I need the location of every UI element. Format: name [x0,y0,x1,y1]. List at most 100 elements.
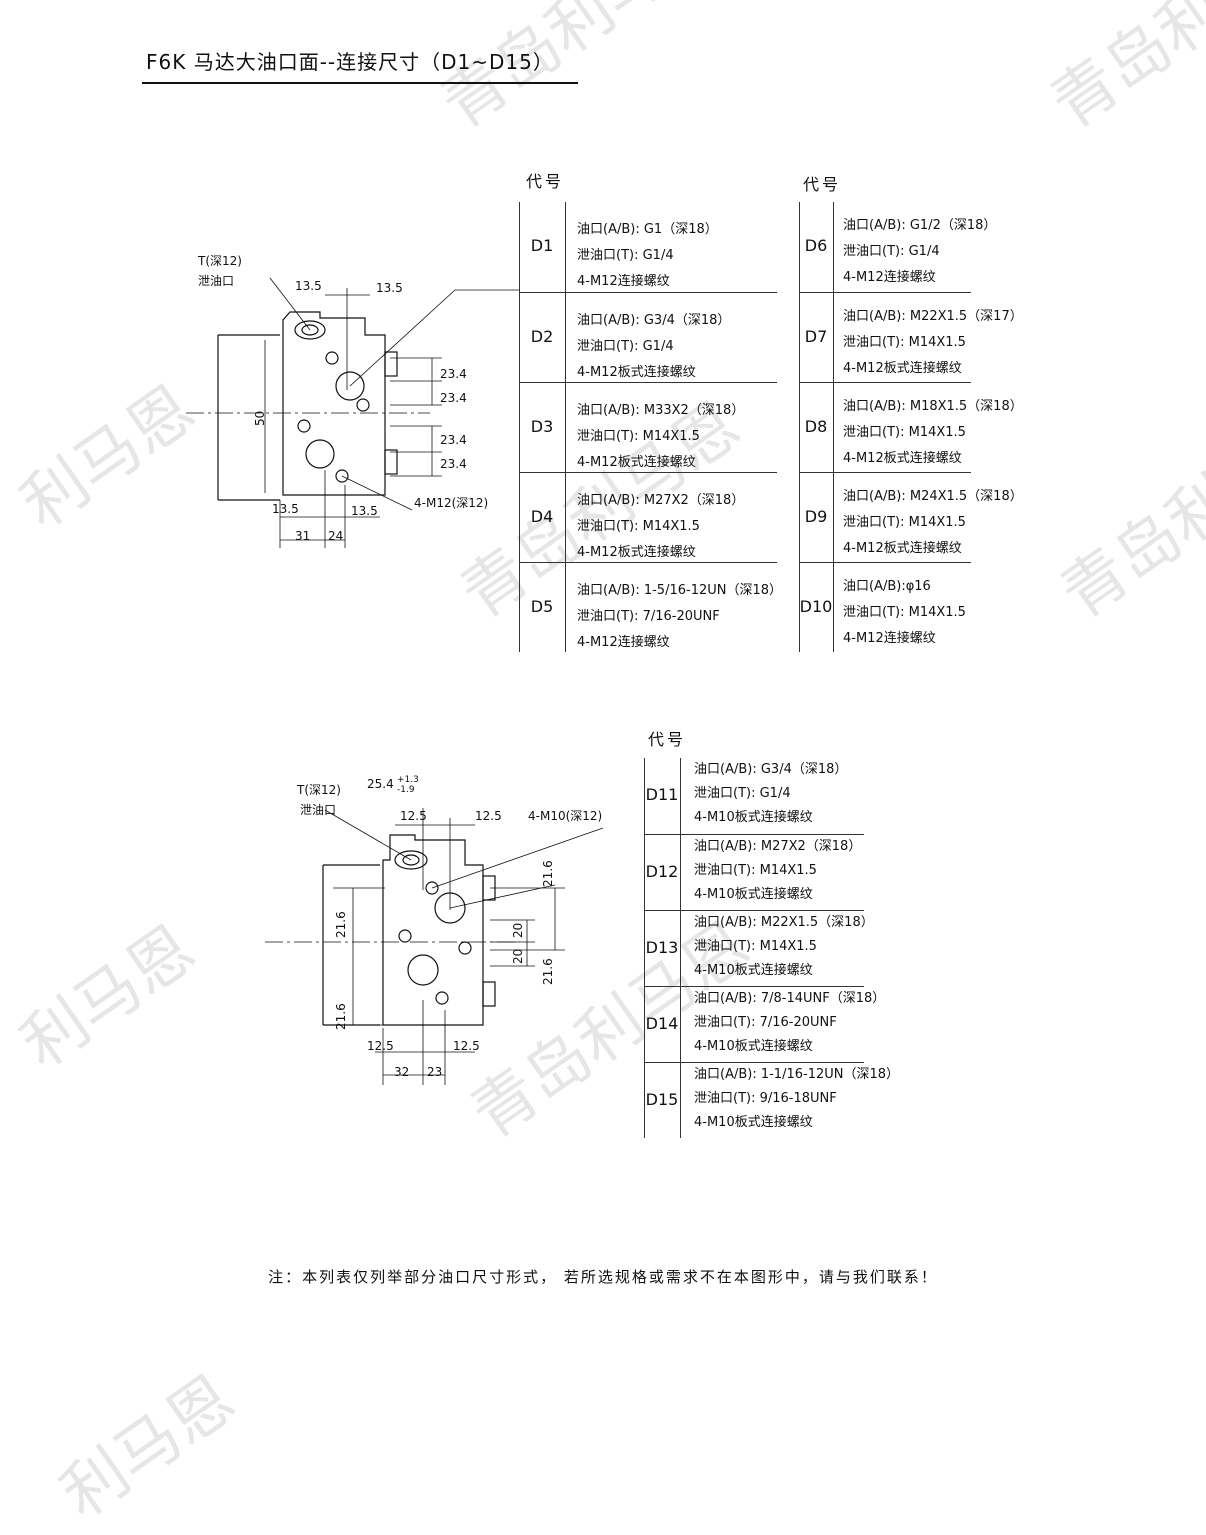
row-spec-line: 油口(A/B): M27X2（深18） [694,839,862,854]
row-spec-line: 4-M10板式连接螺纹 [694,810,813,825]
row-spec-line: 4-M10板式连接螺纹 [694,887,813,902]
row-code: D1 [530,236,554,255]
table-row: D12 油口(A/B): M27X2（深18） 泄油口(T): M14X1.5 4-M… [644,834,864,911]
row-code: D12 [645,862,679,881]
row-spec-line: 4-M12连接螺纹 [577,635,670,650]
table-column-divider [565,202,566,652]
table-row: D8 油口(A/B): M18X1.5（深18） 泄油口(T): M14X1.5 4-… [799,382,1023,473]
dim-31: 31 [295,529,310,543]
table-left-border [644,758,645,1138]
row-spec-line: 油口(A/B): M18X1.5（深18） [843,399,1023,414]
row-spec-line: 泄油口(T): M14X1.5 [694,939,817,954]
dim-12-5: 12.5 [400,809,427,823]
row-code: D5 [530,597,554,616]
table-row: D13 油口(A/B): M22X1.5（深18） 泄油口(T): M14X1.5 4… [644,910,874,987]
row-spec-line: 泄油口(T): G1/4 [843,244,940,259]
dim-23-4: 23.4 [440,433,467,447]
code-header-left: 代号 [526,172,565,191]
dim-20: 20 [511,949,525,964]
row-code: D14 [645,1014,679,1033]
label-drain: 泄油口 [300,803,336,817]
dim-32: 32 [394,1065,409,1079]
row-spec-line: 4-M12连接螺纹 [843,631,936,646]
row-code: D3 [530,417,554,436]
table-left-border [519,202,520,652]
code-header-bottom: 代号 [648,730,687,749]
label-t-port: T(深12) [296,783,341,797]
label-bolt-thread: 4-M10(深12) [528,809,602,823]
port-drawing-top: T(深12) 泄油口 13.5 13.5 23.4 23.4 23.4 23.4… [186,254,520,548]
row-spec-line: 油口(A/B): G3/4（深18） [694,762,848,777]
table-row: D4 油口(A/B): M27X2（深18） 泄油口(T): M14X1.5 4-M1… [519,472,777,563]
row-spec-line: 油口(A/B): M22X1.5（深18） [694,915,874,930]
dim-12-5: 12.5 [475,809,502,823]
label-t-port: T(深12) [197,254,242,268]
row-code: D6 [804,236,828,255]
code-header-right: 代号 [803,175,842,194]
table-row: D1 油口(A/B): G1（深18） 泄油口(T): G1/4 4-M12连接螺纹 [519,202,777,292]
row-spec-line: 油口(A/B): G3/4（深18） [577,313,731,328]
row-code: D9 [804,507,828,526]
row-spec-line: 4-M12板式连接螺纹 [577,365,696,380]
dim-12-5: 12.5 [367,1039,394,1053]
row-spec-line: 油口(A/B): M24X1.5（深18） [843,489,1023,504]
dim-23-4: 23.4 [440,391,467,405]
row-spec-line: 4-M12板式连接螺纹 [577,455,696,470]
page-title: F6K 马达大油口面--连接尺寸（D1~D15） [146,50,554,74]
watermark: 青岛利 [1048,462,1206,633]
row-code: D4 [530,507,554,526]
port-drawing-bottom: T(深12) 泄油口 25.4 +1.3 -1.9 12.5 12.5 4-M1… [265,775,604,1085]
dim-13-5: 13.5 [376,281,403,295]
row-spec-line: 泄油口(T): M14X1.5 [843,425,966,440]
footnote: 注：本列表仅列举部分油口尺寸形式， 若所选规格或需求不在本图形中，请与我们联系！ [268,1268,938,1286]
row-spec-line: 4-M10板式连接螺纹 [694,963,813,978]
dim-23: 23 [427,1065,442,1079]
row-spec-line: 油口(A/B): M33X2（深18） [577,403,745,418]
dim-24: 24 [328,529,343,543]
row-spec-line: 4-M12板式连接螺纹 [843,451,962,466]
row-spec-line: 泄油口(T): M14X1.5 [694,863,817,878]
dim-13-5: 13.5 [272,502,299,516]
watermark: 利马恩 [48,1362,249,1533]
row-spec-line: 泄油口(T): M14X1.5 [843,515,966,530]
dim-20: 20 [511,923,525,938]
row-code: D13 [645,938,679,957]
row-spec-line: 4-M10板式连接螺纹 [694,1039,813,1054]
table-row: D9 油口(A/B): M24X1.5（深18） 泄油口(T): M14X1.5 4-… [799,472,1023,563]
dim-13-5: 13.5 [351,504,378,518]
row-spec-line: 泄油口(T): 7/16-20UNF [577,609,720,624]
watermark: 利马恩 [8,372,209,543]
table-column-divider [833,202,834,652]
row-spec-line: 油口(A/B): 1-1/16-12UN（深18） [694,1067,900,1082]
row-spec-line: 油口(A/B):φ16 [843,579,931,594]
row-spec-line: 4-M12连接螺纹 [577,274,670,289]
row-spec-line: 泄油口(T): G1/4 [694,786,791,801]
row-spec-line: 油口(A/B): G1/2（深18） [843,218,997,233]
row-spec-line: 泄油口(T): G1/4 [577,248,674,263]
row-spec-line: 泄油口(T): M14X1.5 [843,605,966,620]
title-underline [142,82,578,84]
row-spec-line: 4-M12板式连接螺纹 [577,545,696,560]
row-spec-line: 泄油口(T): M14X1.5 [577,519,700,534]
row-spec-line: 油口(A/B): 7/8-14UNF（深18） [694,991,886,1006]
row-spec-line: 油口(A/B): M27X2（深18） [577,493,745,508]
label-drain: 泄油口 [198,274,234,288]
table-row: D3 油口(A/B): M33X2（深18） 泄油口(T): M14X1.5 4-M1… [519,382,777,473]
dim-21-6: 21.6 [541,958,555,985]
row-spec-line: 油口(A/B): G1（深18） [577,222,718,237]
table-row: D10 油口(A/B):φ16 泄油口(T): M14X1.5 4-M12连接螺纹 [799,562,971,653]
dim-13-5: 13.5 [295,279,322,293]
row-spec-line: 泄油口(T): M14X1.5 [577,429,700,444]
dim-21-6: 21.6 [334,911,348,938]
row-code: D7 [804,327,828,346]
row-spec-line: 4-M12板式连接螺纹 [843,541,962,556]
row-spec-line: 4-M10板式连接螺纹 [694,1115,813,1130]
row-spec-line: 泄油口(T): G1/4 [577,339,674,354]
row-code: D10 [799,597,833,616]
row-code: D8 [804,417,828,436]
row-spec-line: 泄油口(T): M14X1.5 [843,335,966,350]
